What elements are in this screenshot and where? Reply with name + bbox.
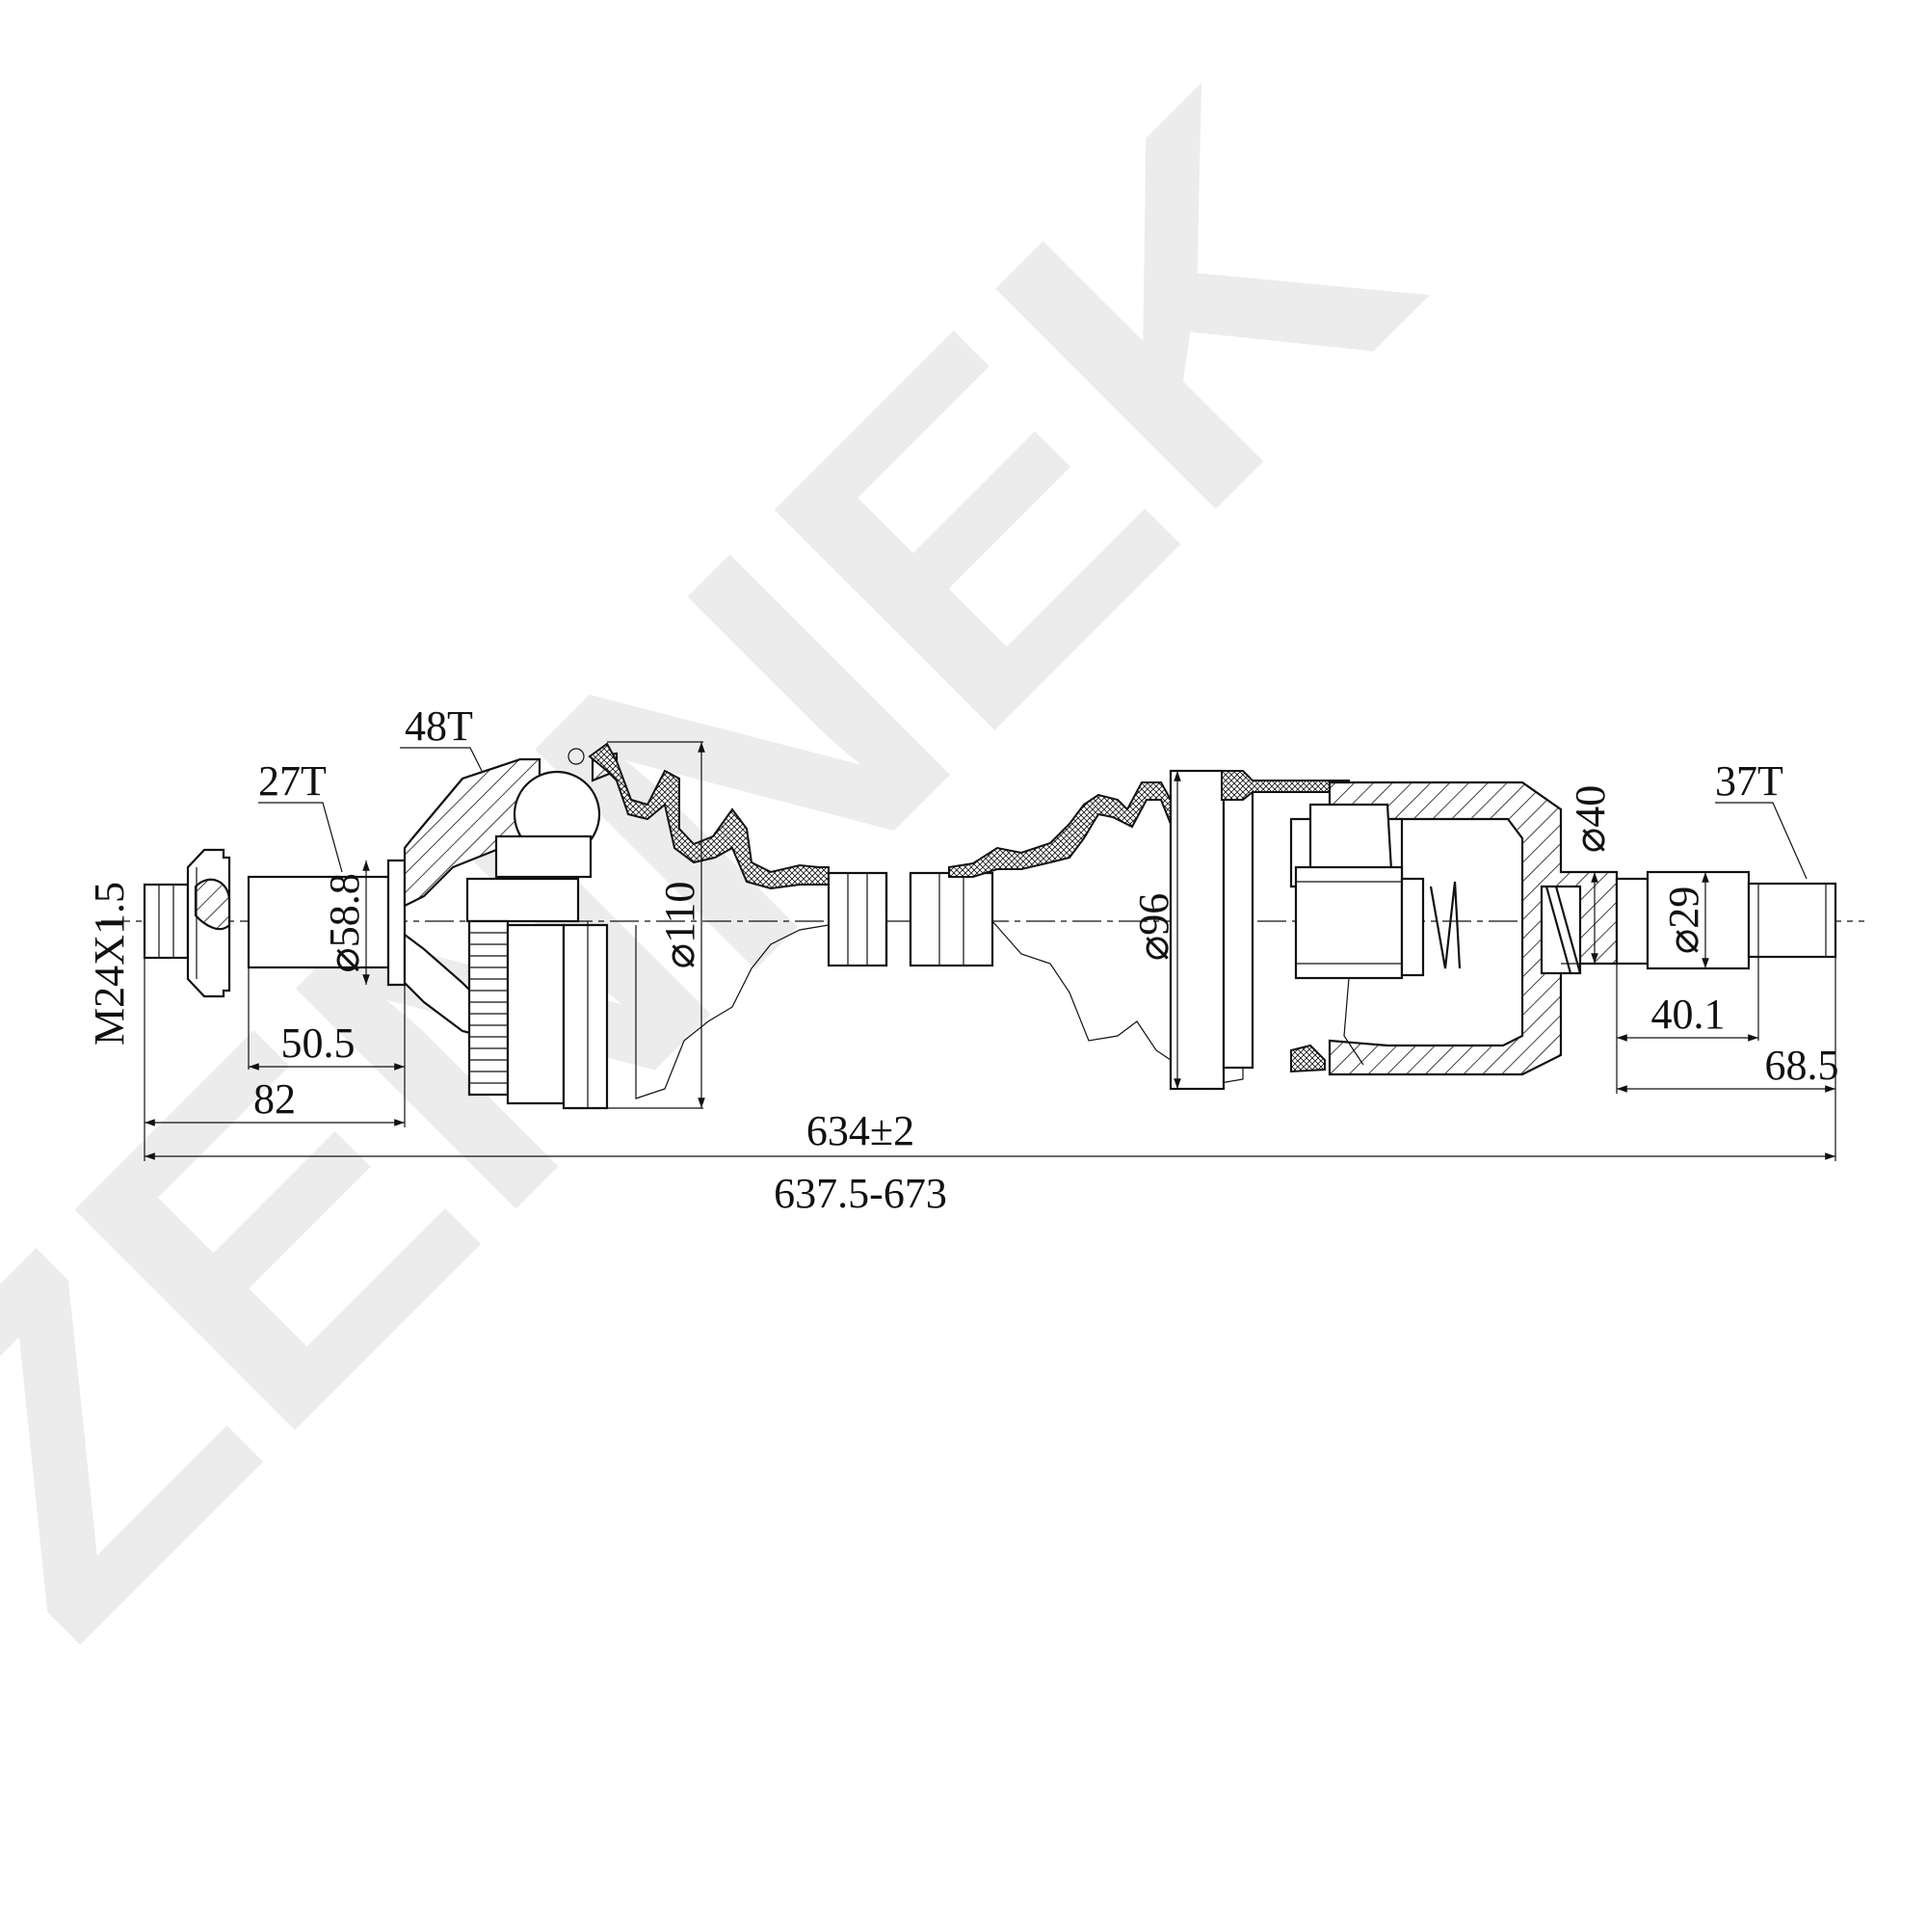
len-82-label: 82 xyxy=(253,1075,296,1123)
len-overall-label: 634±2 xyxy=(806,1107,914,1154)
dia-29-label: ⌀29 xyxy=(1660,887,1707,955)
thread-callout: M24X1.5 xyxy=(86,882,133,1045)
dia-58-8-label: ⌀58.8 xyxy=(321,873,368,973)
len-68-5-label: 68.5 xyxy=(1765,1042,1839,1089)
dia-40-label: ⌀40 xyxy=(1567,785,1614,854)
len-range-label: 637.5-673 xyxy=(774,1170,947,1217)
abs-teeth xyxy=(469,932,508,1084)
outer-boot xyxy=(587,742,830,1108)
inner-stub xyxy=(1646,870,1751,970)
shaft xyxy=(827,871,994,967)
tulip-housing xyxy=(1328,781,1619,1076)
len-50-5-label: 50.5 xyxy=(281,1019,356,1067)
outer-spline-callout: 27T xyxy=(258,757,327,805)
dimensions: M24X1.5 27T 48T 37T ⌀58.8 ⌀110 ⌀96 ⌀40 ⌀… xyxy=(86,702,1839,1217)
len-40-1-label: 40.1 xyxy=(1651,991,1726,1038)
spring xyxy=(1400,877,1582,977)
inner-cv-joint xyxy=(1169,769,1837,1091)
dia-96-label: ⌀96 xyxy=(1130,893,1177,962)
inner-spline-callout: 37T xyxy=(1715,757,1783,805)
dia-110-label: ⌀110 xyxy=(656,882,703,969)
outer-cv-joint xyxy=(143,748,619,1110)
abs-ring-callout: 48T xyxy=(405,702,473,750)
abs-ring xyxy=(467,919,510,1097)
